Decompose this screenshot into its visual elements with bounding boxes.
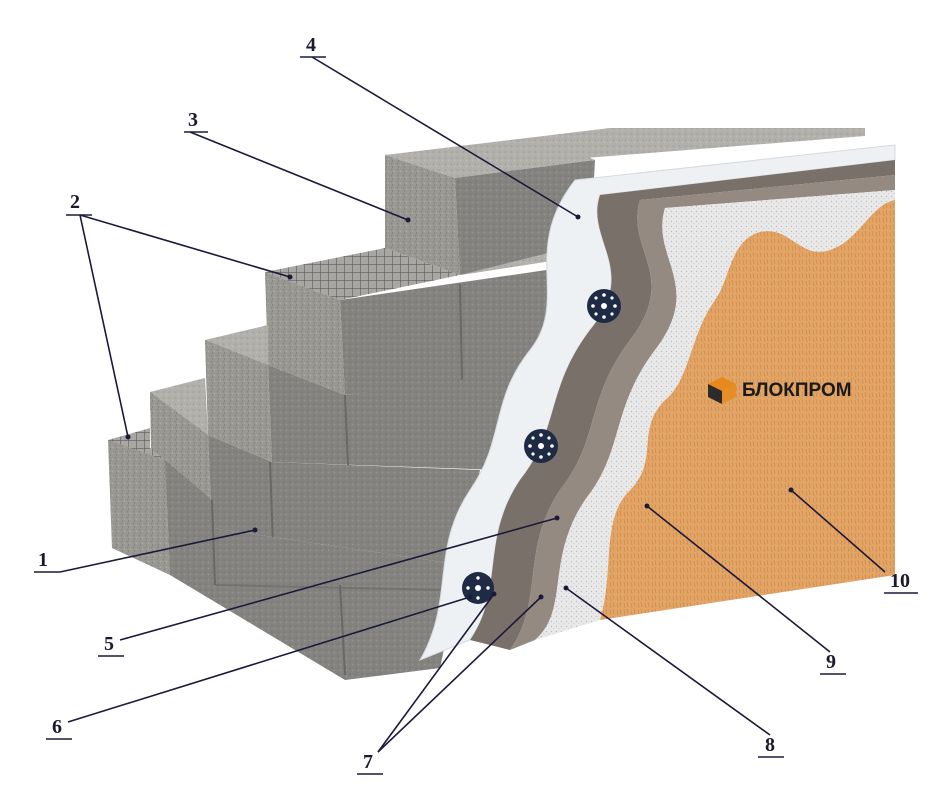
mesh-bottom xyxy=(108,428,165,460)
block-row3-side xyxy=(268,365,520,470)
primer-layer xyxy=(535,190,895,640)
dowel-icon xyxy=(587,289,621,323)
brand-name: БЛОКПРОМ xyxy=(742,380,852,401)
block-row5-front xyxy=(108,440,170,575)
callout-2: 2 xyxy=(70,191,80,213)
dowel-icon xyxy=(524,429,558,463)
callout-6: 6 xyxy=(52,716,62,738)
brand-logo: БЛОКПРОМ xyxy=(708,377,852,404)
mesh-top xyxy=(265,248,460,300)
plaster-layer xyxy=(600,200,895,620)
mesh-layer xyxy=(510,175,895,650)
callout-leaders xyxy=(59,56,886,753)
block-row5-side xyxy=(165,460,462,680)
callout-7: 7 xyxy=(363,751,373,773)
callout-8: 8 xyxy=(765,734,775,756)
callout-5: 5 xyxy=(104,633,114,655)
block-row3-front xyxy=(205,340,272,462)
adhesive-layer xyxy=(470,160,895,650)
insulation-system xyxy=(418,144,896,662)
callout-1: 1 xyxy=(38,549,48,571)
callout-10: 10 xyxy=(890,570,910,592)
block-row2-side xyxy=(340,268,560,395)
callout-9: 9 xyxy=(826,651,836,673)
block-3-top xyxy=(385,138,595,178)
blockprom-logo-icon xyxy=(708,377,736,404)
block-3-front xyxy=(385,155,460,275)
block-row4-side xyxy=(208,435,480,565)
callout-3: 3 xyxy=(188,109,198,131)
callout-labels: 1 2 3 4 5 6 7 8 9 10 xyxy=(34,34,918,775)
block-row2-front xyxy=(265,272,345,395)
callout-4: 4 xyxy=(306,34,316,56)
